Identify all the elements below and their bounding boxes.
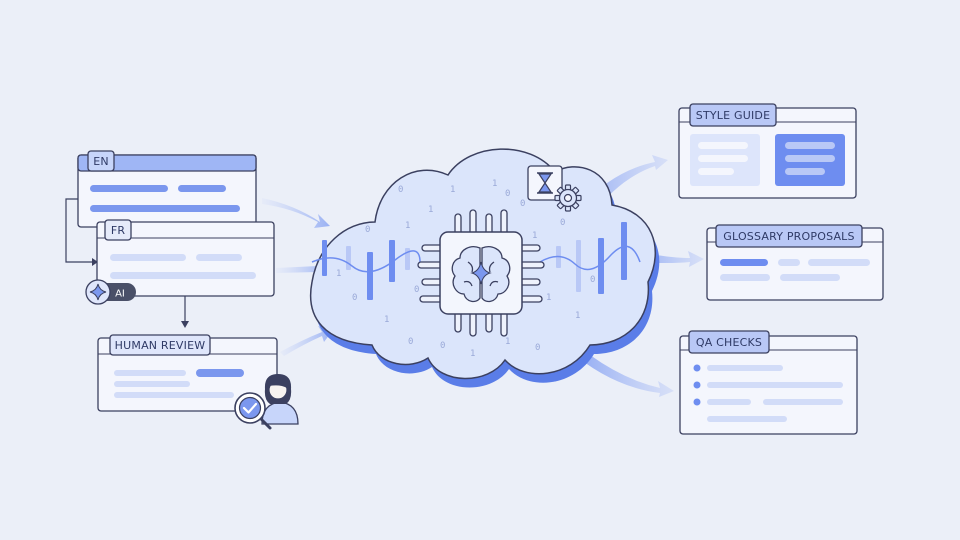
ai-badge: AI: [85, 279, 136, 305]
binary-digit: 0: [365, 225, 370, 235]
qa-checks-tag: [688, 330, 770, 354]
ai-badge-text: AI: [115, 289, 125, 300]
brain-icon: [451, 246, 511, 303]
binary-digit: 1: [532, 231, 537, 241]
flow-arrow-qa: [584, 355, 674, 397]
magnifier-check-icon: [234, 392, 272, 430]
binary-digit: 0: [505, 189, 510, 199]
binary-digit: 1: [428, 205, 433, 215]
connector-en-fr: [65, 198, 94, 263]
binary-digit: 0: [590, 275, 595, 285]
binary-digit: 0: [440, 341, 445, 351]
human-review-panel: HUMAN REVIEW: [97, 334, 278, 412]
glossary-label: GLOSSARY PROPOSALS: [723, 230, 854, 243]
en-document-panel: EN: [77, 150, 257, 228]
binary-digit: 0: [414, 285, 419, 295]
binary-digit: 1: [384, 315, 389, 325]
fr-tag-text: FR: [111, 224, 126, 237]
binary-digit: 1: [450, 185, 455, 195]
style-guide-panel: STYLE GUIDE: [678, 103, 857, 199]
en-tag-text: EN: [93, 155, 109, 168]
binary-digit: 1: [336, 269, 341, 279]
binary-digit: 1: [546, 293, 551, 303]
binary-digit: 0: [398, 185, 403, 195]
binary-digit: 1: [470, 349, 475, 359]
binary-digit: 0: [535, 343, 540, 353]
binary-digit: 1: [575, 311, 580, 321]
incoming-flows: [262, 198, 333, 356]
glossary-proposals-panel: GLOSSARY PROPOSALS: [706, 224, 884, 301]
flow-arrow-en: [262, 198, 330, 228]
hourglass-icon: [527, 165, 563, 201]
binary-digit: 1: [405, 221, 410, 231]
binary-digit: 1: [492, 179, 497, 189]
binary-digit: 0: [352, 293, 357, 303]
binary-digit: 0: [520, 199, 525, 209]
qa-checks-label: QA CHECKS: [696, 336, 762, 349]
style-guide-label: STYLE GUIDE: [696, 109, 770, 122]
flow-arrow-review: [280, 326, 333, 356]
binary-digit: 0: [408, 337, 413, 347]
reviewer-person-icon: [261, 374, 299, 425]
flow-arrow-fr: [276, 260, 330, 277]
glossary-tag: [715, 224, 863, 248]
en-tag: [87, 150, 115, 172]
human-review-tag: [109, 334, 211, 356]
sparkle-icon: [89, 283, 107, 301]
fr-document-panel: FR: [96, 219, 275, 297]
style-guide-tag: [689, 103, 777, 127]
human-review-label: HUMAN REVIEW: [115, 339, 206, 352]
waveform: [311, 222, 641, 300]
binary-digit: 1: [505, 337, 510, 347]
gear-icon: [554, 184, 582, 212]
ai-chip-icon: [417, 209, 545, 337]
fr-tag: [104, 219, 132, 241]
binary-digit: 0: [560, 218, 565, 228]
qa-checks-panel: QA CHECKS: [679, 330, 858, 435]
